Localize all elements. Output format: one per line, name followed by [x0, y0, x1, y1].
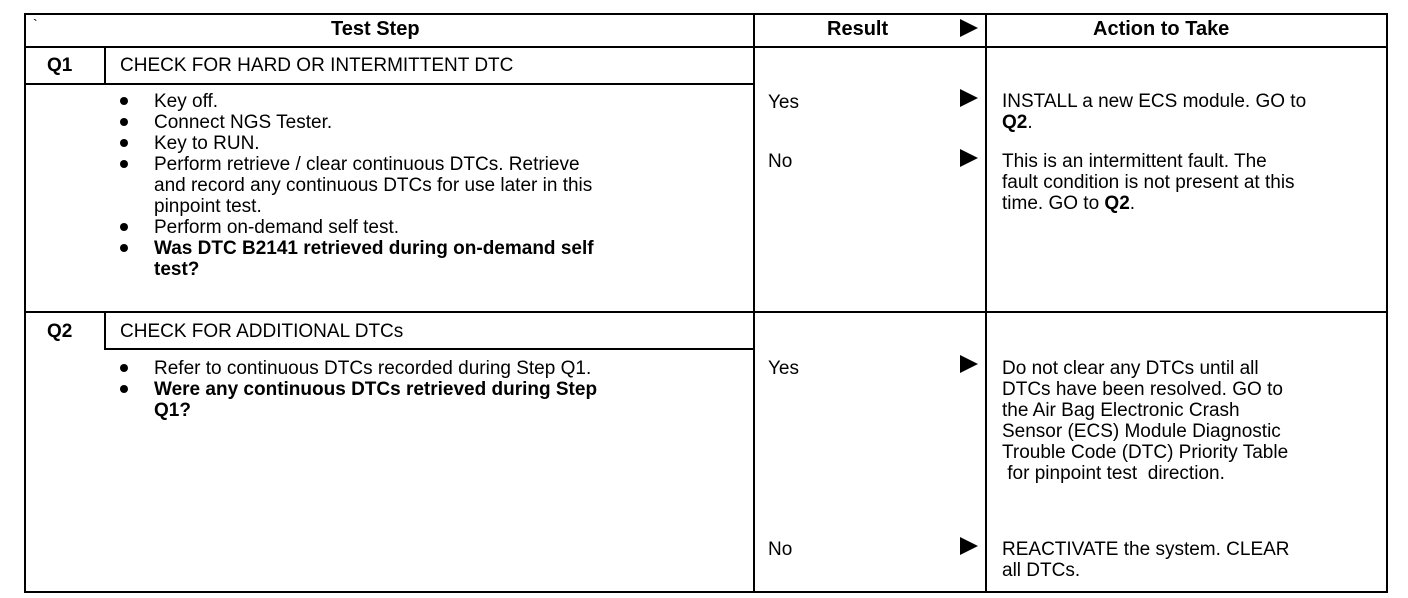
- q1-no-action: This is an intermittent fault. The fault…: [1002, 151, 1295, 214]
- q2-yes-arrow-icon: [960, 355, 978, 373]
- q1-q2-separator: [24, 311, 1388, 313]
- header-action: Action to Take: [1093, 18, 1230, 40]
- list-item: Perform retrieve / clear continuous DTCs…: [118, 154, 594, 217]
- list-item: Were any continuous DTCs retrieved durin…: [118, 379, 597, 421]
- header-arrow-icon: [960, 19, 978, 37]
- q2-id-divider: [104, 311, 106, 349]
- q2-title-rule: [104, 348, 755, 350]
- list-item: Key off.: [118, 91, 594, 112]
- step-q2-bullets: Refer to continuous DTCs recorded during…: [118, 358, 597, 421]
- header-result: Result: [827, 18, 889, 40]
- q2-result-no: No: [768, 539, 793, 560]
- q1-result-yes: Yes: [768, 92, 799, 113]
- step-q1-id: Q1: [47, 55, 73, 76]
- step-q2-title: CHECK FOR ADDITIONAL DTCs: [120, 321, 404, 342]
- col-divider-step: [753, 13, 755, 593]
- header-bottom-rule: [24, 46, 1388, 48]
- step-q1-bullets: Key off. Connect NGS Tester. Key to RUN.…: [118, 91, 594, 280]
- table-border-bottom: [24, 591, 1388, 593]
- table-border-left: [24, 13, 26, 593]
- q2-no-action: REACTIVATE the system. CLEAR all DTCs.: [1002, 539, 1290, 581]
- list-item: Perform on-demand self test.: [118, 217, 594, 238]
- q1-result-no: No: [768, 151, 793, 172]
- q1-yes-arrow-icon: [960, 89, 978, 107]
- q1-yes-action: INSTALL a new ECS module. GO to Q2.: [1002, 91, 1307, 133]
- q1-id-divider: [104, 46, 106, 84]
- table-border-right: [1386, 13, 1388, 593]
- q1-no-arrow-icon: [960, 149, 978, 167]
- q2-result-yes: Yes: [768, 358, 799, 379]
- list-item: Refer to continuous DTCs recorded during…: [118, 358, 597, 379]
- corner-mark: `: [33, 16, 38, 32]
- step-q1-title: CHECK FOR HARD OR INTERMITTENT DTC: [120, 55, 514, 76]
- col-divider-result: [985, 13, 987, 593]
- list-item: Connect NGS Tester.: [118, 112, 594, 133]
- list-item: Key to RUN.: [118, 133, 594, 154]
- list-item: Was DTC B2141 retrieved during on-demand…: [118, 238, 594, 280]
- q1-title-rule: [24, 83, 755, 85]
- q2-yes-action: Do not clear any DTCs until all DTCs hav…: [1002, 358, 1289, 484]
- table-border-top: [24, 13, 1388, 15]
- q2-no-arrow-icon: [960, 537, 978, 555]
- header-test-step: Test Step: [331, 18, 420, 40]
- step-q2-id: Q2: [47, 321, 73, 342]
